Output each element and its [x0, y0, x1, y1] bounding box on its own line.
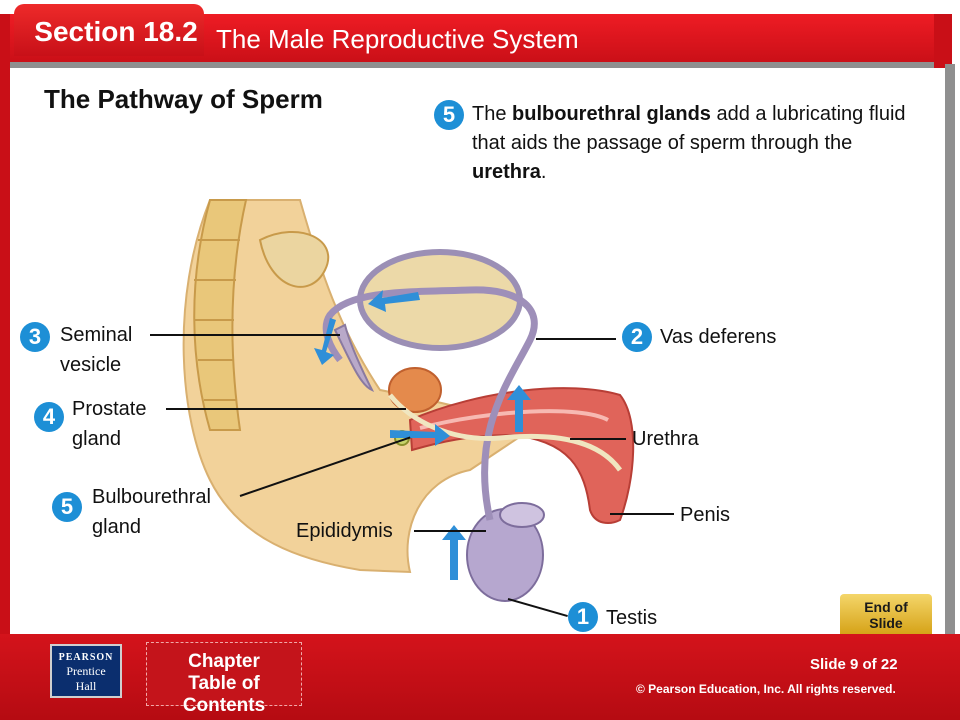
copyright-text: © Pearson Education, Inc. All rights res… [636, 682, 896, 696]
publisher-logo[interactable]: PEARSON Prentice Hall [50, 644, 122, 698]
penis-label: Penis [680, 504, 731, 526]
section-label: Section 18.2 [34, 16, 198, 47]
testis-label: Testis [606, 607, 658, 629]
epididymis [499, 502, 545, 528]
vas-deferens-leader [536, 338, 616, 340]
step-5-badge: 5 [434, 100, 464, 130]
step-1-badge: 1 [568, 602, 598, 632]
footer-bar [0, 634, 960, 720]
slide-title: The Pathway of Sperm [44, 84, 323, 114]
penis-leader [610, 513, 674, 515]
epididymis-leader [414, 530, 486, 532]
chapter-title: The Male Reproductive System [216, 24, 579, 54]
prostate-gland-leader [166, 408, 406, 410]
step-2-badge: 2 [622, 322, 652, 352]
seminal-vesicle-leader [150, 334, 340, 336]
end-of-slide-button[interactable]: End of Slide [840, 594, 932, 634]
step-4-badge: 4 [34, 402, 64, 432]
body-tissue [182, 199, 533, 574]
frame-left [0, 14, 10, 634]
vas-deferens-label: Vas deferens [660, 326, 777, 348]
slide-counter: Slide 9 of 22 [810, 656, 898, 673]
step-3-badge: 3 [20, 322, 50, 352]
prostate [388, 367, 442, 413]
anatomy-illustration [182, 199, 635, 602]
seminal-vesicle [333, 323, 375, 392]
header-shadow [8, 62, 952, 68]
penis [408, 387, 635, 524]
urethra [388, 393, 623, 472]
section-tab: Section 18.2 [14, 4, 204, 56]
step-description: The bulbourethral glands add a lubricati… [472, 103, 906, 183]
urethra-label: Urethra [632, 428, 699, 450]
vas-deferens [322, 286, 538, 521]
flow-arrows [314, 290, 531, 580]
urethra-leader [570, 438, 626, 440]
epididymis-label: Epididymis [296, 520, 393, 542]
chapter-toc-button[interactable]: Chapter Table of Contents [146, 642, 302, 716]
step-5-label-badge: 5 [52, 492, 82, 522]
frame-shadow [945, 64, 955, 634]
